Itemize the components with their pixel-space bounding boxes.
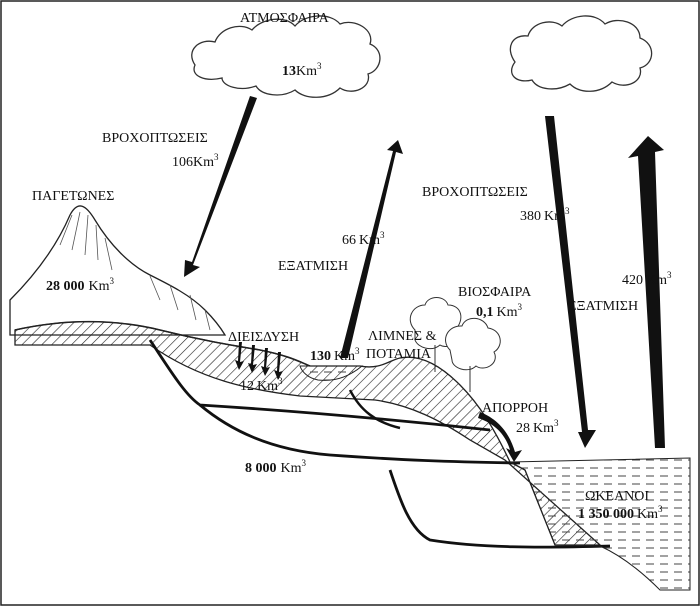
aquifer-line-4 xyxy=(388,469,611,549)
aquifer-line-1 xyxy=(148,339,491,432)
arrow-evap-right xyxy=(628,136,665,448)
aquifer-line-3 xyxy=(348,389,401,430)
lake xyxy=(299,365,364,381)
aquifer-line-2 xyxy=(199,403,521,465)
ocean xyxy=(508,457,691,591)
arrow-infiltration-1 xyxy=(235,342,244,370)
label-evap-left: ΕΞΑΤΜΙΣΗ xyxy=(278,259,348,274)
value-atmosphere: 13Km3 xyxy=(282,61,322,79)
arrow-infiltration-2 xyxy=(248,345,257,373)
label-lakes-line1: ΛΙΜΝΕΣ & xyxy=(368,329,437,344)
label-biosphere: ΒΙΟΣΦΑΙΡΑ xyxy=(458,285,532,300)
label-evap-right: ΕΞΑΤΜΙΣΗ xyxy=(568,299,638,314)
arrow-runoff xyxy=(478,412,522,462)
arrow-infiltration-3 xyxy=(261,348,270,376)
trees xyxy=(409,297,501,392)
land-top-line xyxy=(14,320,311,367)
label-glaciers: ΠΑΓΕΤΩΝΕΣ xyxy=(32,189,114,204)
arrow-infiltration-4 xyxy=(274,352,283,380)
label-oceans: ΩΚΕΑΝΟΙ xyxy=(585,489,649,504)
cloud-left xyxy=(191,15,381,98)
label-precip-right: ΒΡΟΧΟΠΤΩΣΕΙΣ xyxy=(422,185,528,200)
arrows xyxy=(184,96,665,462)
label-atmosphere: ΑΤΜΟΣΦΑΙΡΑ xyxy=(240,11,330,26)
label-runoff: ΑΠΟΡΡΟΗ xyxy=(482,401,548,416)
value-precip-left: 106Km3 xyxy=(172,152,219,170)
land-surface xyxy=(14,321,602,546)
label-lakes-line2: ΠΟΤΑΜΙΑ xyxy=(366,347,432,362)
label-precip-left: ΒΡΟΧΟΠΤΩΣΕΙΣ xyxy=(102,131,208,146)
arrow-precip-right xyxy=(545,116,596,448)
glacier-mountain xyxy=(9,205,227,336)
cloud-right xyxy=(509,15,653,92)
label-infiltration: ΔΙΕΙΣΔΥΣΗ xyxy=(228,330,299,345)
glacier-shading xyxy=(59,211,211,331)
arrow-evap-left xyxy=(340,140,403,358)
arrow-precip-left xyxy=(184,96,257,277)
